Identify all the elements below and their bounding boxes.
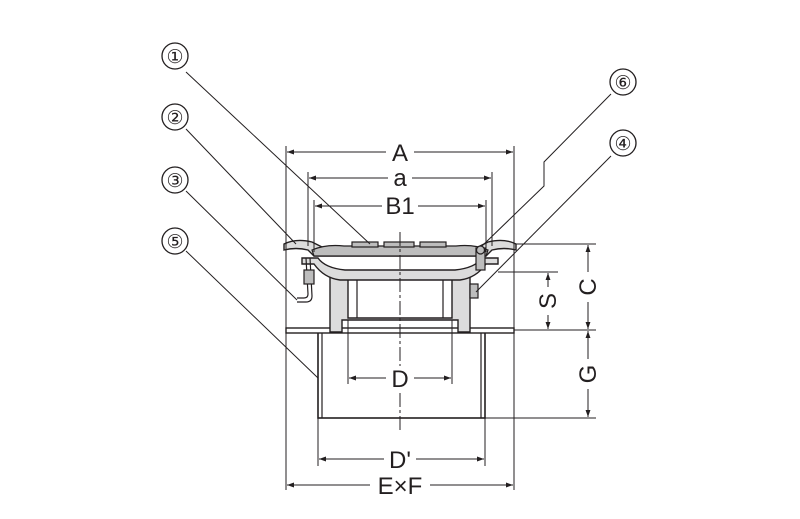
callout-1: ① [161,42,189,70]
dim-G: G [575,365,602,384]
dim-A: A [392,140,408,167]
drain-body [283,239,517,419]
callout-2: ② [161,103,189,131]
svg-text:⑤: ⑤ [166,232,183,253]
extension-lines [285,146,596,490]
body-funnel [301,257,499,281]
dim-S: S [535,293,562,309]
svg-text:④: ④ [614,134,631,155]
dim-a: a [393,165,407,192]
svg-text:⑥: ⑥ [614,73,631,94]
leader-lines [185,71,612,379]
callouts: ① ② ③ ⑤ ⑥ ④ [161,42,637,255]
callout-4: ④ [609,129,637,157]
callout-5: ⑤ [161,227,189,255]
svg-text:③: ③ [166,171,183,192]
dim-D: D [391,366,408,393]
dim-ExF: E×F [378,473,423,500]
svg-text:①: ① [166,47,183,68]
dim-C: C [575,278,602,295]
svg-text:②: ② [166,108,183,129]
anchor-pin [297,257,313,303]
dim-D-prime: D' [389,447,411,474]
side-gasket [469,283,479,299]
dimension-labels: A a B1 D D' E×F S C G [370,140,602,500]
callout-6: ⑥ [609,68,637,96]
callout-3: ③ [161,166,189,194]
dim-B1: B1 [385,193,414,220]
body-neck [329,275,471,333]
